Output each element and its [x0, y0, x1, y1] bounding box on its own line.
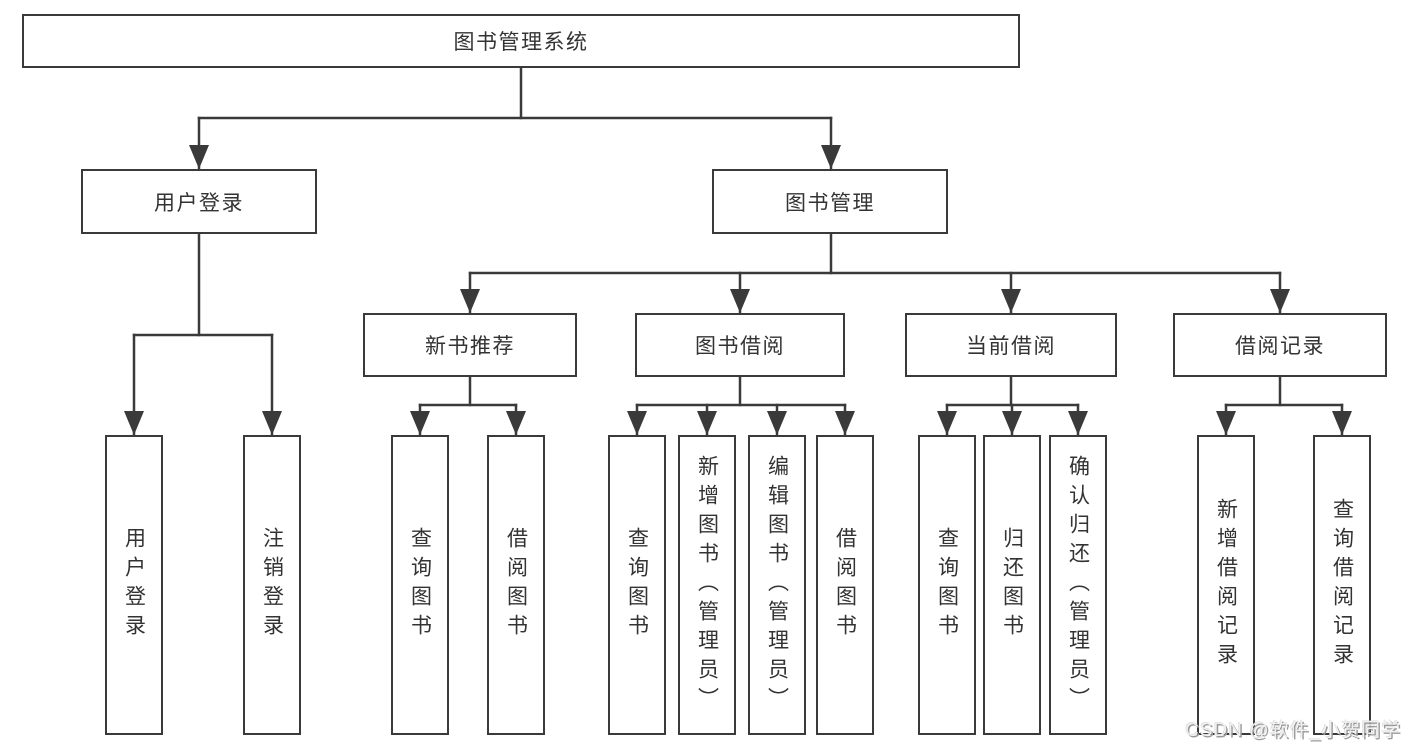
- node-system-label: 图书管理系统: [453, 31, 589, 54]
- leaf-return-book-label: 归还图书: [1000, 527, 1024, 643]
- leaf-edit-book-admin: 编辑图书（管理员）: [748, 435, 806, 735]
- node-current-borrow-label: 当前借阅: [966, 335, 1056, 358]
- node-new-book-recommend: 新书推荐: [363, 313, 577, 377]
- leaf-add-borrow-record-label: 新增借阅记录: [1214, 498, 1238, 672]
- leaf-query-borrow-record-label: 查询借阅记录: [1330, 498, 1354, 672]
- leaf-add-borrow-record: 新增借阅记录: [1197, 435, 1255, 735]
- leaf-borrow-books: 借阅图书: [816, 435, 874, 735]
- leaf-user-login-label: 用户登录: [122, 527, 146, 643]
- node-book-borrow: 图书借阅: [635, 313, 845, 377]
- node-book-management: 图书管理: [712, 169, 948, 234]
- connector-book-borrow: [627, 375, 855, 437]
- node-user-login-label: 用户登录: [154, 191, 244, 215]
- leaf-edit-book-admin-label: 编辑图书（管理员）: [765, 454, 789, 716]
- leaf-query-books-borrow: 查询图书: [608, 435, 666, 735]
- node-new-book-recommend-label: 新书推荐: [425, 335, 515, 358]
- node-borrow-records-label: 借阅记录: [1235, 335, 1325, 358]
- leaf-return-book: 归还图书: [983, 435, 1041, 735]
- leaf-query-borrow-record: 查询借阅记录: [1313, 435, 1371, 735]
- leaf-query-books-recommend: 查询图书: [391, 435, 449, 735]
- leaf-query-books-borrow-label: 查询图书: [625, 527, 649, 643]
- node-user-login: 用户登录: [81, 169, 317, 234]
- leaf-borrow-books-label: 借阅图书: [833, 527, 857, 643]
- node-current-borrow: 当前借阅: [905, 313, 1117, 377]
- leaf-borrow-books-recommend-label: 借阅图书: [504, 527, 528, 643]
- connector-current-borrow: [937, 375, 1088, 437]
- connector-root: [189, 66, 841, 171]
- node-book-borrow-label: 图书借阅: [695, 335, 785, 358]
- leaf-query-books-current-label: 查询图书: [935, 527, 959, 643]
- leaf-add-book-admin: 新增图书（管理员）: [678, 435, 736, 735]
- connector-book-management: [460, 232, 1290, 315]
- connector-user-login: [124, 232, 282, 437]
- leaf-user-login: 用户登录: [105, 435, 163, 735]
- csdn-watermark: CSDN @软件_小贺同学: [1185, 720, 1401, 741]
- node-borrow-records: 借阅记录: [1173, 313, 1387, 377]
- leaf-query-books-recommend-label: 查询图书: [408, 527, 432, 643]
- connector-new-book-recommend: [410, 375, 526, 437]
- leaf-logout: 注销登录: [243, 435, 301, 735]
- node-system: 图书管理系统: [22, 14, 1020, 68]
- leaf-borrow-books-recommend: 借阅图书: [487, 435, 545, 735]
- leaf-confirm-return-admin: 确认归还（管理员）: [1049, 435, 1107, 735]
- connector-borrow-records: [1216, 375, 1352, 437]
- leaf-query-books-current: 查询图书: [918, 435, 976, 735]
- leaf-logout-label: 注销登录: [260, 527, 284, 643]
- leaf-confirm-return-admin-label: 确认归还（管理员）: [1066, 454, 1090, 716]
- node-book-management-label: 图书管理: [785, 191, 875, 215]
- leaf-add-book-admin-label: 新增图书（管理员）: [695, 454, 719, 716]
